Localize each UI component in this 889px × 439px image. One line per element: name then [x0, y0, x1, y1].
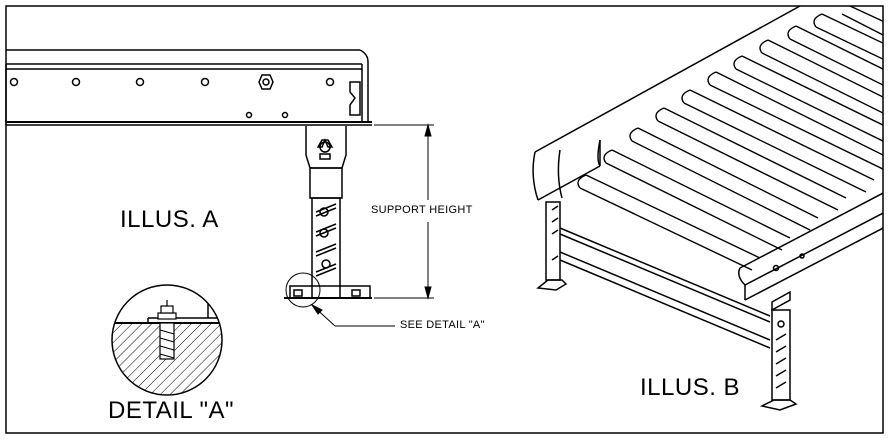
- drawing-frame: [5, 5, 884, 434]
- support-leg: [284, 126, 372, 299]
- detail-a-view: [111, 284, 223, 396]
- support-height-label: SUPPORT HEIGHT: [371, 204, 473, 216]
- see-detail-leader: [310, 303, 395, 327]
- illus-a-label: ILLUS. A: [120, 206, 219, 233]
- illus-b-label: ILLUS. B: [640, 374, 741, 401]
- near-leg: [759, 290, 798, 411]
- roller-set: [577, 6, 883, 271]
- detail-callout-circle: [285, 272, 321, 308]
- see-detail-label: SEE DETAIL "A": [400, 319, 485, 331]
- illus-b-isometric-view: [532, 6, 883, 411]
- axle-hole-row: [9, 77, 335, 87]
- illus-a-side-view: [5, 49, 372, 308]
- far-leg: [536, 201, 568, 291]
- support-height-dimension: [374, 123, 434, 300]
- detail-a-label: DETAIL "A": [108, 397, 235, 424]
- hex-nut: [258, 74, 274, 90]
